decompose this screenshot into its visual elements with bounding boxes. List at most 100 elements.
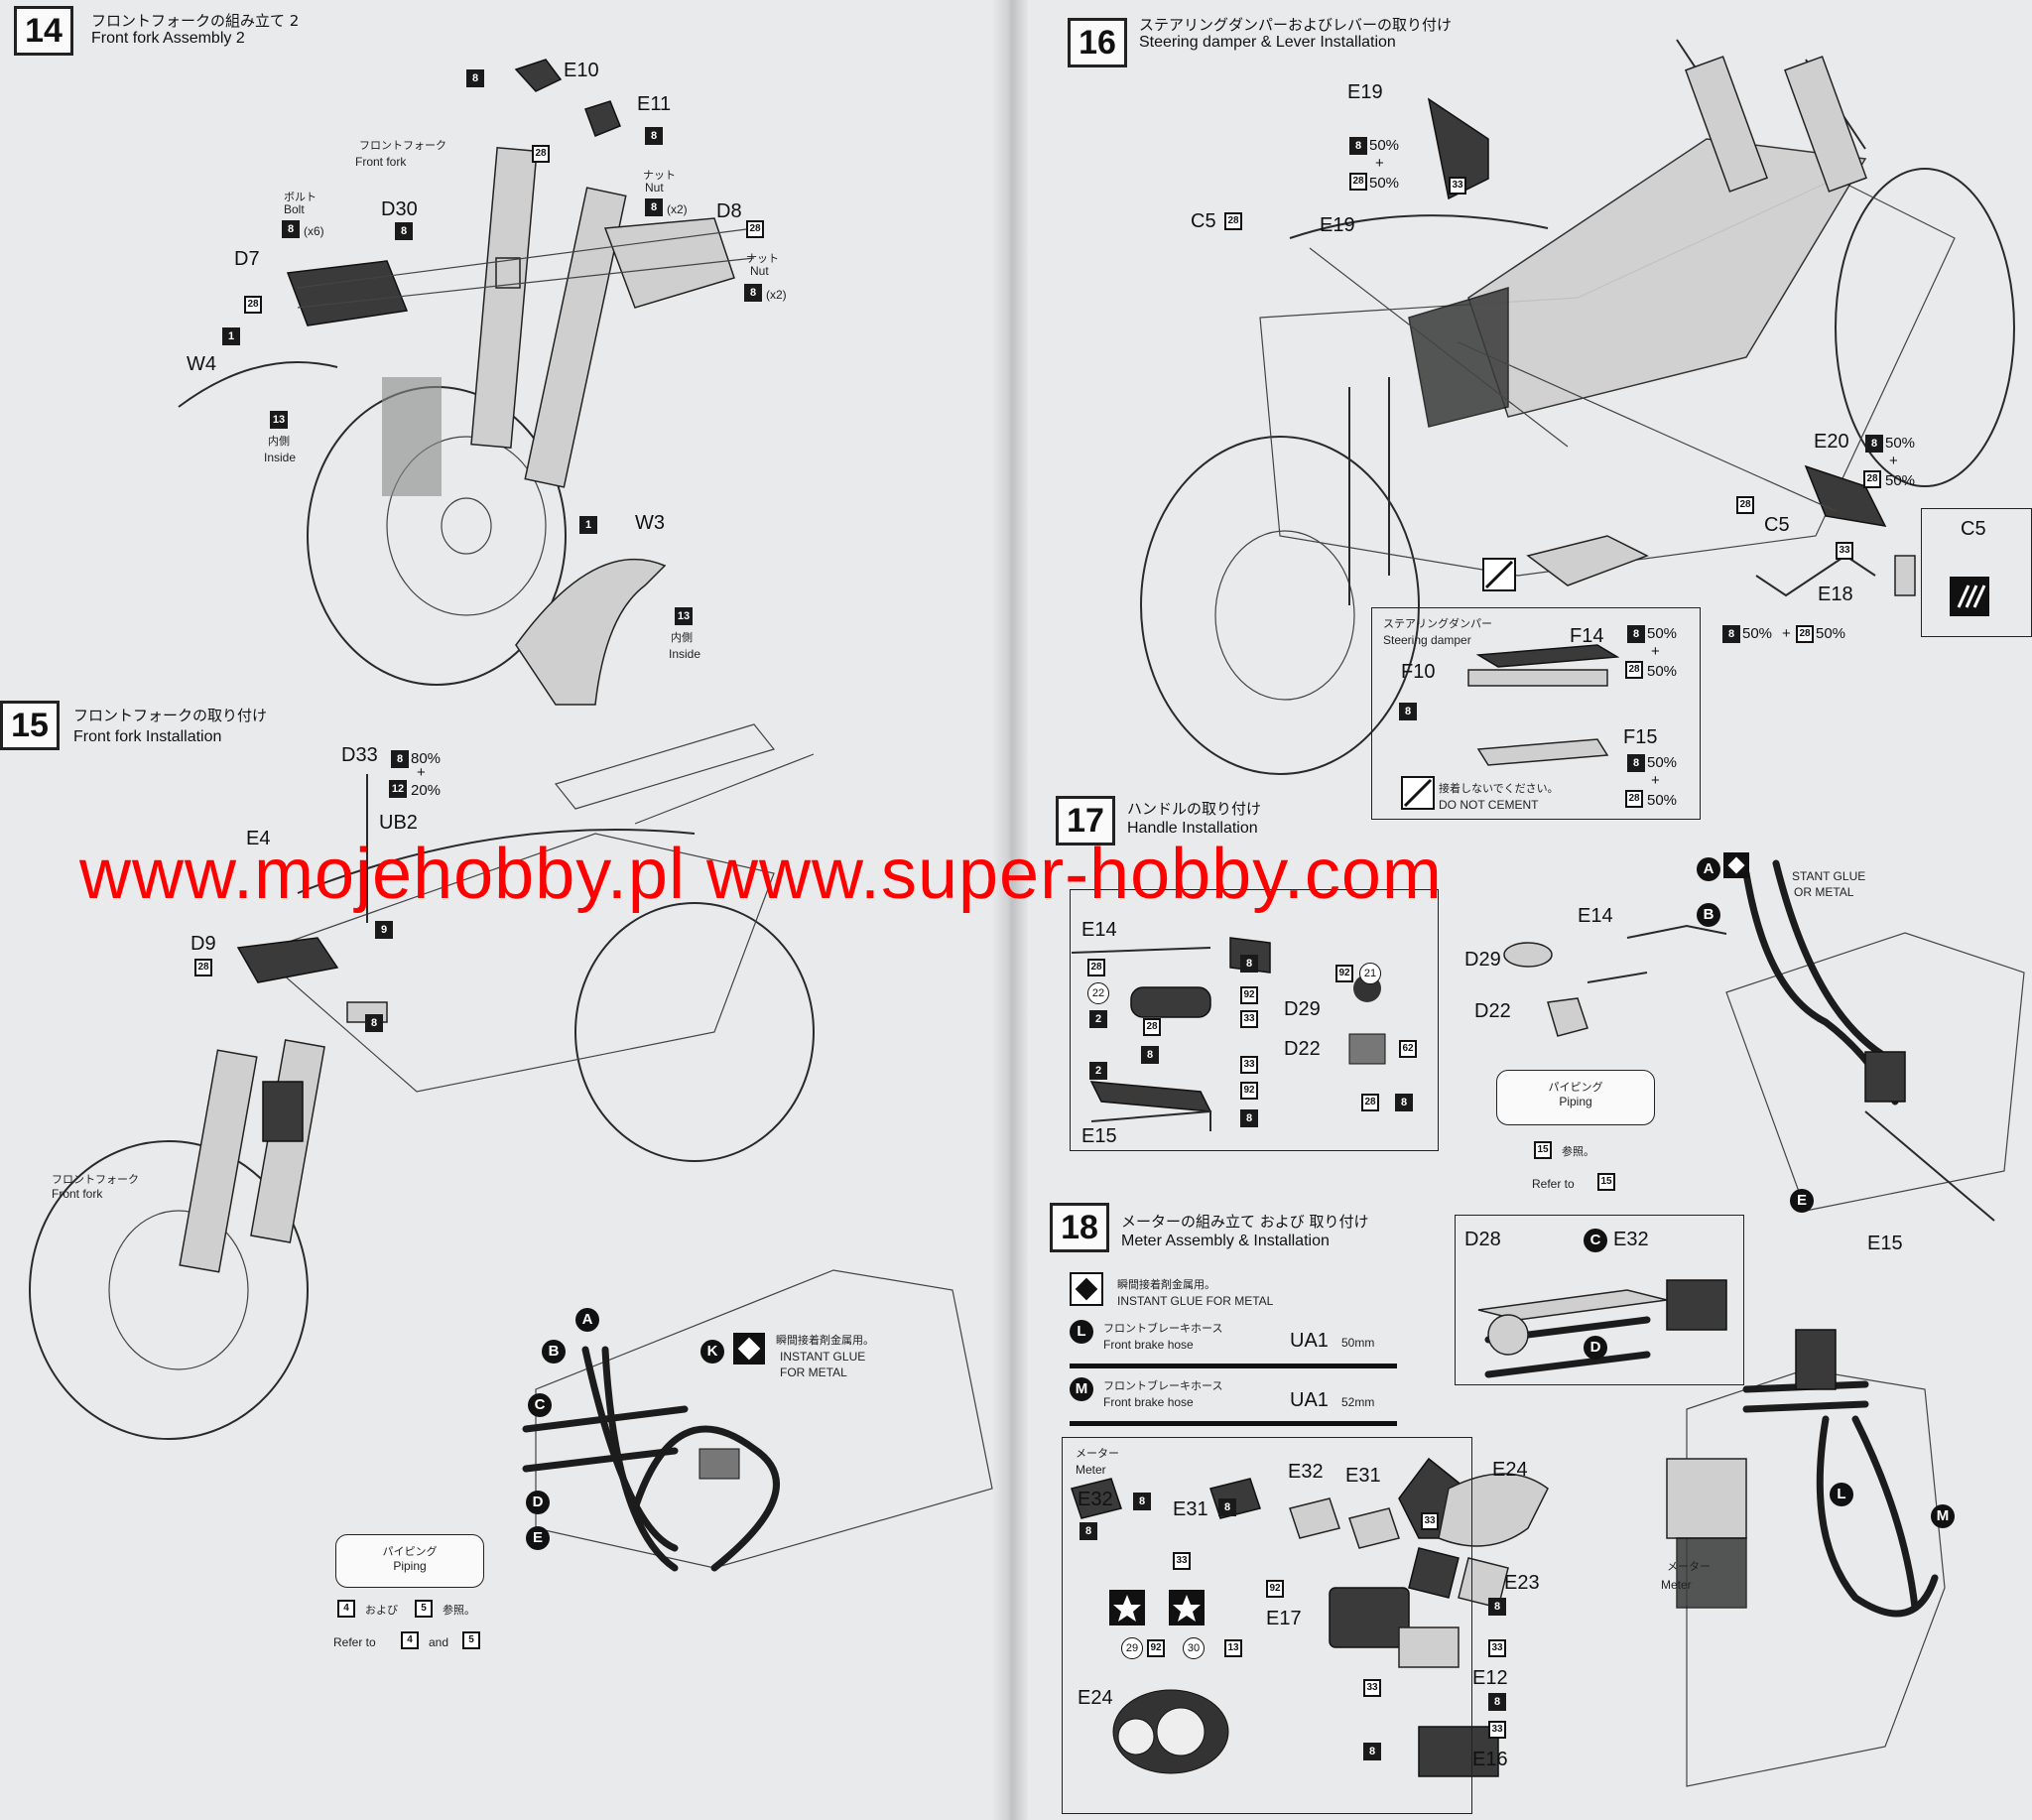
mix-plus: + — [1889, 453, 1898, 469]
glue-note-jp: 瞬間接着剤金属用。 — [776, 1334, 874, 1347]
star-decal-icon — [1109, 1590, 1145, 1625]
part-label: E32 — [1078, 1489, 1113, 1510]
steering-damper-box — [1371, 607, 1701, 820]
part-label: E31 — [1345, 1465, 1381, 1487]
front-fork-en: Front fork — [52, 1187, 103, 1201]
step15-bike-drawing — [29, 723, 993, 1572]
refer-jp: および — [365, 1604, 398, 1617]
step-title-en: Front fork Installation — [73, 728, 222, 745]
part-label: E18 — [1818, 584, 1853, 605]
part-label: E32 — [1613, 1229, 1649, 1250]
part-label: E12 — [1472, 1667, 1508, 1689]
inside-en: Inside — [264, 451, 297, 464]
hose-marker-b: B — [542, 1340, 566, 1364]
glue-note-jp: 瞬間接着剤金属用。 — [1117, 1278, 1215, 1291]
paint-marker: 92 — [1266, 1580, 1284, 1598]
hose-marker-e: E — [1790, 1189, 1814, 1213]
hose-marker-c: C — [528, 1393, 552, 1417]
front-fork-en: Front fork — [355, 155, 407, 169]
part-label: D33 — [341, 744, 378, 766]
colour-marker: 21 — [1359, 963, 1381, 984]
paint-marker: 2 — [1089, 1062, 1107, 1080]
paint-marker: 33 — [1240, 1010, 1258, 1028]
do-not-cement-icon — [1482, 558, 1516, 591]
paint-marker: 28 — [1361, 1094, 1379, 1111]
part-label: W3 — [635, 512, 665, 534]
part-label: D28 — [1464, 1229, 1501, 1250]
step18-drawings — [1071, 1279, 1946, 1787]
part-label: E14 — [1081, 919, 1117, 941]
paint-marker: 92 — [1240, 1082, 1258, 1100]
mix-ratio: 50% — [1647, 663, 1678, 680]
step-title-en: Meter Assembly & Installation — [1121, 1233, 1330, 1249]
instant-glue-icon — [1723, 852, 1749, 878]
hose-bar — [1070, 1364, 1397, 1368]
colour-marker: 22 — [1087, 982, 1109, 1004]
front-fork-jp: フロントフォーク — [359, 139, 446, 152]
part-label: W4 — [187, 353, 216, 375]
assembly-direction-icon — [1950, 577, 1989, 616]
d28-detail-box — [1455, 1215, 1744, 1385]
paint-marker: 13 — [270, 411, 288, 429]
step-number: 15 — [0, 701, 60, 750]
paint-marker: 33 — [1173, 1552, 1191, 1570]
part-label: E16 — [1472, 1749, 1508, 1770]
paint-marker: 8 — [1399, 703, 1417, 720]
paint-marker: 8 — [282, 220, 300, 238]
part-label: D9 — [190, 933, 216, 955]
part-label: D22 — [1284, 1038, 1321, 1060]
paint-marker: 28 — [194, 959, 212, 976]
paint-marker: 8 — [391, 750, 409, 768]
paint-marker: 92 — [1240, 986, 1258, 1004]
paint-marker: 8 — [645, 198, 663, 216]
part-label: C5 — [1764, 514, 1790, 536]
part-label: E24 — [1078, 1687, 1113, 1709]
step-title-jp: フロントフォークの取り付け — [73, 707, 268, 724]
step-title-jp: ハンドルの取り付け — [1127, 800, 1262, 818]
paint-marker: 8 — [1218, 1498, 1236, 1516]
handle-detail-box — [1070, 889, 1439, 1151]
mix-plus: + — [417, 764, 426, 781]
instant-glue-icon — [1070, 1272, 1103, 1306]
step-ref: 5 — [415, 1600, 433, 1618]
step-ref: 5 — [462, 1631, 480, 1649]
star-decal-icon — [1169, 1590, 1205, 1625]
paint-marker: 33 — [1421, 1512, 1439, 1530]
hose-l-en: Front brake hose — [1103, 1338, 1194, 1352]
part-label: D7 — [234, 248, 260, 270]
part-label: D22 — [1474, 1000, 1511, 1022]
part-label: D29 — [1464, 949, 1501, 971]
mix-ratio: 50% — [1647, 754, 1678, 771]
paint-marker: 8 — [1363, 1743, 1381, 1760]
piping-jp: パイピング — [1548, 1081, 1603, 1094]
hose-part: UA1 — [1290, 1330, 1329, 1352]
paint-marker: 8 — [1627, 625, 1645, 643]
paint-marker: 28 — [1796, 625, 1814, 643]
nut-jp: ナット — [746, 252, 779, 265]
paint-marker: 8 — [1133, 1493, 1151, 1510]
hose-marker-b: B — [1697, 903, 1720, 927]
mix-ratio: 20% — [411, 782, 442, 799]
step-ref: 15 — [1534, 1141, 1552, 1159]
step-title-en: Handle Installation — [1127, 820, 1258, 837]
paint-marker: 8 — [645, 127, 663, 145]
do-not-cement-icon — [1401, 776, 1435, 810]
mix-plus: + — [1651, 643, 1660, 660]
part-label: E19 — [1347, 81, 1383, 103]
inside-jp: 内側 — [268, 435, 290, 448]
mix-ratio: 50% — [1742, 625, 1773, 642]
paint-marker: 28 — [1349, 173, 1367, 191]
hose-m-en: Front brake hose — [1103, 1395, 1194, 1409]
part-label: F14 — [1570, 625, 1604, 647]
mix-ratio: 80% — [411, 750, 442, 767]
paint-marker: 28 — [1625, 790, 1643, 808]
step-number: 17 — [1056, 796, 1115, 845]
paint-marker: 1 — [579, 516, 597, 534]
colour-marker: 29 — [1121, 1637, 1143, 1659]
damper-en: Steering damper — [1383, 633, 1471, 647]
part-label: E31 — [1173, 1498, 1208, 1520]
paint-marker: 8 — [395, 222, 413, 240]
part-label: E15 — [1867, 1233, 1903, 1254]
part-label: C5 — [1191, 210, 1216, 232]
part-label: D29 — [1284, 998, 1321, 1020]
